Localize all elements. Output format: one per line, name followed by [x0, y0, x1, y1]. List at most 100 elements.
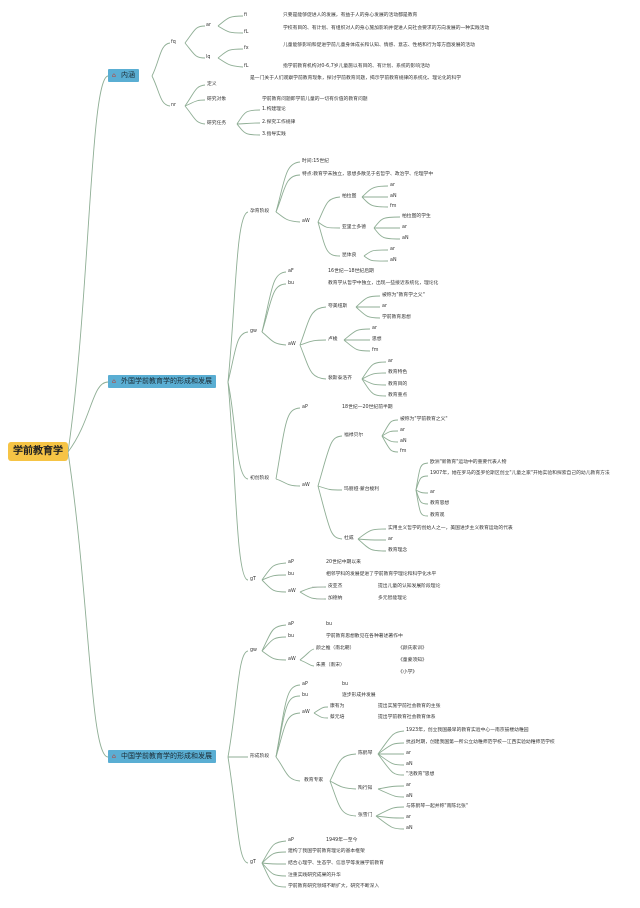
node-zhang-1: 与陈鹤琴一起并称"南陈北张"	[406, 804, 468, 809]
node-lq: lq	[206, 55, 211, 60]
node-froebel-1: 被称为"学前教育之父"	[400, 417, 448, 422]
node-chuchuang-aP-text: 18世纪—20世纪前半期	[342, 405, 393, 410]
node-task-1: 1.构建理论	[262, 107, 286, 112]
node-montessori-3: ar	[430, 490, 435, 495]
node-task-3: 3.指导实践	[262, 132, 286, 137]
node-pestalozzi-4: 教育重点	[388, 393, 408, 398]
node-f1-text: 只要是能够促进人的发展，有益于人的身心发展的活动都是教育	[283, 13, 418, 18]
node-mengya-aF: aF	[288, 269, 294, 274]
node-pestalozzi-1: ar	[388, 359, 393, 364]
node-aristotle-1: 柏拉图的学生	[402, 214, 431, 219]
node-nr: nr	[171, 103, 177, 108]
node-xc-aW: aW	[302, 710, 310, 715]
node-tao-1: ar	[406, 783, 411, 788]
node-yanzhitui: 颜之推（南北朝）	[316, 646, 355, 651]
node-dewey-3: 教育理念	[388, 548, 408, 553]
node-chen-4: aN	[406, 762, 413, 767]
node-yunyu-feature: 特点:教育学未独立，思想多散见于名哲学、政治学、伦理学中	[302, 172, 434, 177]
node-zg-mengya-gw: gw	[250, 648, 257, 653]
branch-zhongguo-label: 中国学前教育学的形成和发展	[121, 752, 212, 760]
node-waiguo-fazhan-bu-text: 相邻学科的发展促进了学前教育学理论和科学化水平	[326, 572, 437, 577]
node-mengya-bu: bu	[288, 281, 295, 286]
node-piaget-text: 提出儿童的认知发展阶段理论	[378, 584, 441, 589]
root-node[interactable]: 学前教育学	[8, 442, 68, 461]
node-fx-text: 儿童能够影响和促进学前儿童身体成长和认知、情感、意志、性格和行为等方面发展的活动	[283, 43, 475, 48]
node-dewey-1: 实用主义哲学的创始人之一，美国进步主义教育运动的代表	[388, 526, 513, 531]
node-obj-text: 学前教育问题即学前儿童的一切有价值的教育问题	[262, 97, 368, 102]
node-chuchuang-aW: aW	[302, 483, 310, 488]
node-f1: fi	[244, 13, 248, 18]
node-comenius-2: ar	[382, 304, 387, 309]
branch-zhongguo[interactable]: ⌂ 中国学前教育学的形成和发展	[108, 750, 216, 763]
node-quintilian-2: aN	[390, 258, 397, 263]
node-mengya-gw: gw	[250, 329, 257, 334]
node-montessori-1: 欧洲"新教育"运动中的重要代表人物	[430, 460, 507, 465]
node-chuchuang: 初创阶段	[250, 476, 270, 481]
node-zhuxi-1: 《童蒙须知》	[398, 658, 427, 663]
node-xc-bu-text: 逐步形成并发展	[342, 693, 376, 698]
node-comenius-1: 被称为"教育学之父"	[382, 293, 425, 298]
node-obj-label: 研究对象	[207, 97, 227, 102]
node-xc-bu: bu	[302, 693, 309, 698]
node-yunyu-aW: aW	[302, 219, 310, 224]
node-fq: fq	[171, 40, 176, 45]
node-plato-3: fm	[390, 204, 397, 209]
node-zg-fazhan-3: 注重实践研究成果的升华	[288, 873, 341, 878]
node-def-text: 是一门关于人们观察学前教育现象，探讨学前教育问题，揭示学前教育规律的系统化、理论…	[250, 76, 462, 81]
node-task-label: 研究任务	[207, 121, 227, 126]
house-icon: ⌂	[112, 378, 116, 385]
node-task-2: 2.探究工作规律	[262, 120, 296, 125]
node-tao: 陶行知	[358, 786, 373, 791]
branch-neihan[interactable]: ⌂内涵	[108, 69, 139, 82]
node-chuchuang-aP: aP	[302, 405, 308, 410]
node-def-label: 定义	[207, 82, 217, 87]
node-froebel-3: aN	[400, 439, 407, 444]
node-yunyu: 孕育阶段	[250, 209, 270, 214]
node-chen-1: 1923年，创立我国最早的教育实验中心—南京鼓楼幼稚园	[406, 728, 529, 733]
node-pestalozzi: 裴斯泰洛齐	[328, 376, 352, 381]
node-zhuxi-2: 《小学》	[398, 670, 418, 675]
node-fL2-text: 指学前教育机构对0-6,7岁儿童施以有目的、有计划、系统的影响活动	[283, 64, 430, 69]
node-waiguo-fazhan-bu: bu	[288, 572, 295, 577]
node-zhuxi: 朱熹（南宋）	[316, 663, 345, 668]
node-rousseau-1: ar	[372, 326, 377, 331]
node-zg-fazhan-4: 学前教育研究领域不断扩大，研究不断深入	[288, 884, 380, 889]
node-fL2: fL	[244, 64, 249, 69]
node-cai: 蔡元培	[330, 715, 345, 720]
house-icon: ⌂	[112, 753, 116, 760]
node-zg-fazhan-gT: gT	[250, 860, 256, 865]
node-chen-3: ar	[406, 751, 411, 756]
node-piaget: 皮亚杰	[328, 584, 343, 589]
node-comenius-3: 学前教育思想	[382, 315, 411, 320]
node-zg-fazhan-2: 结合心理学、生态学、信息学等发展学前教育	[288, 861, 384, 866]
node-fL: fL	[244, 30, 249, 35]
node-yunyu-time: 时间:15世纪	[302, 159, 329, 164]
node-zhang-2: ar	[406, 815, 411, 820]
node-pestalozzi-3: 教育目的	[388, 382, 408, 387]
node-chen-2: 抗战时期，创建我国第一所公立幼稚师范学校—江西实验幼稚师范学校	[406, 740, 555, 745]
node-cai-text: 提出学前教育社会教育体系	[378, 715, 436, 720]
node-montessori-4: 教育思想	[430, 501, 450, 506]
node-experts: 教育专家	[304, 778, 324, 783]
node-montessori-2: 1907年，她在罗马的圣罗伦斯区创立"儿童之家"开始实验和探索自己的幼儿教育方法	[430, 471, 610, 476]
node-zg-mengya-aP: aP	[288, 622, 294, 627]
house-icon: ⌂	[112, 72, 116, 79]
node-dewey-2: ar	[388, 537, 393, 542]
node-zhang-3: aN	[406, 826, 413, 831]
node-zg-fazhan-aP-text: 1949年—至今	[326, 838, 358, 843]
node-rousseau-2: 思想	[372, 337, 382, 342]
node-quintilian-1: ar	[390, 247, 395, 252]
node-kang-text: 提出实施学前社会教育的主张	[378, 704, 441, 709]
node-gardner: 加德纳	[328, 596, 343, 601]
node-chen-5: "活教育"思想	[406, 772, 435, 777]
node-pestalozzi-2: 教育特色	[388, 370, 408, 375]
branch-waiguo[interactable]: ⌂外国学前教育学的形成和发展	[108, 375, 216, 388]
node-aristotle-2: ar	[402, 225, 407, 230]
node-aristotle: 亚里士多德	[342, 225, 366, 230]
node-zhang: 张雪门	[358, 813, 373, 818]
node-waiguo-fazhan-aP-text: 20世纪中期以来	[326, 560, 361, 565]
node-zg-fazhan-1: 建构了我国学前教育理论的基本框架	[288, 849, 365, 854]
node-mengya-bu-text: 教育学从哲学中独立，出现一些接近系统化，理论化	[328, 281, 439, 286]
node-zg-mengya-bu: bu	[288, 634, 295, 639]
